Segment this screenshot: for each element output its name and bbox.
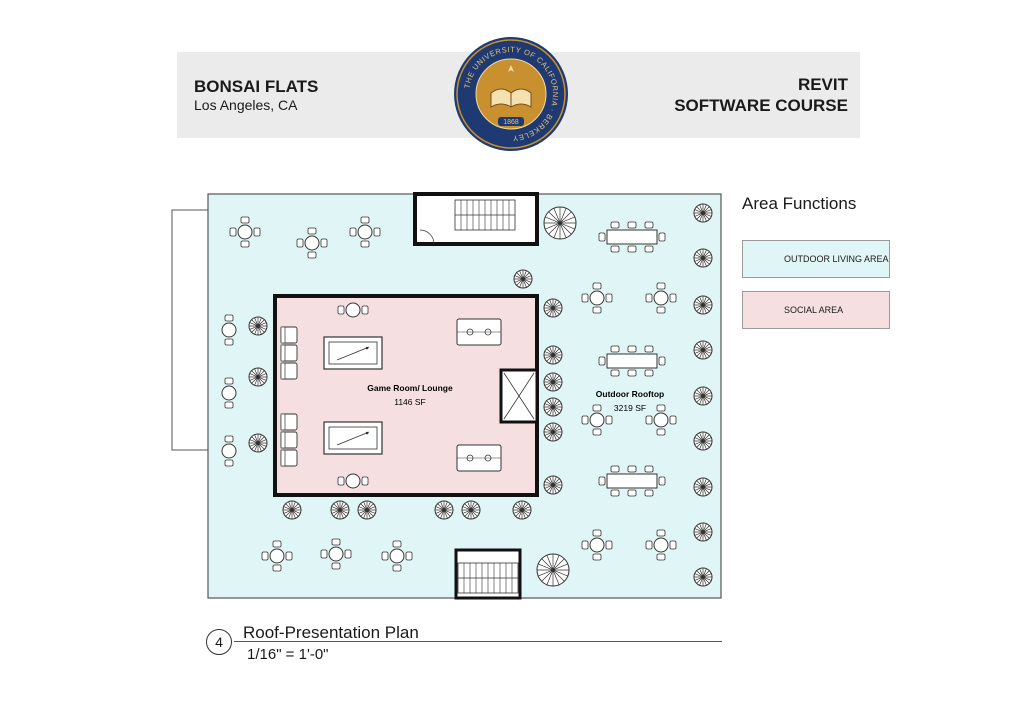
course-title-line1: REVIT	[797, 75, 848, 94]
course-title-line2: SOFTWARE COURSE	[674, 96, 848, 115]
game-room-name: Game Room/ Lounge	[367, 383, 453, 393]
pool-table	[323, 336, 383, 370]
university-seal-logo: THE UNIVERSITY OF CALIFORNIA · BERKELEY …	[454, 37, 568, 151]
view-scale: 1/16" = 1'-0"	[247, 646, 329, 663]
lounge-chair	[280, 362, 298, 380]
pool-table	[323, 421, 383, 455]
legend-swatch-outdoor-living	[742, 240, 890, 278]
north-stair-core	[413, 192, 539, 246]
south-stair	[454, 548, 522, 600]
view-title: Roof-Presentation Plan	[243, 623, 419, 642]
project-name: BONSAI FLATS	[194, 77, 319, 96]
lounge-chair	[280, 431, 298, 449]
adjacent-building-outline	[171, 209, 210, 451]
roof-floor-plan: Game Room/ Lounge 1146 SF Outdoor Roofto…	[171, 192, 722, 600]
game-room-area-label: 1146 SF	[394, 397, 426, 407]
foosball-table	[456, 444, 502, 472]
foosball-table	[456, 318, 502, 346]
project-location: Los Angeles, CA	[194, 97, 298, 113]
legend-swatch-social	[742, 291, 890, 329]
view-title-underline	[234, 641, 722, 642]
outdoor-rooftop-area-label: 3219 SF	[614, 403, 646, 413]
lounge-chair	[280, 413, 298, 431]
legend-title: Area Functions	[742, 194, 857, 213]
lounge-chair	[280, 344, 298, 362]
legend-label-outdoor-living: OUTDOOR LIVING AREA	[784, 254, 889, 264]
view-number-tag: 4	[206, 629, 232, 655]
lounge-chair	[280, 326, 298, 344]
outdoor-rooftop-name: Outdoor Rooftop	[596, 389, 664, 399]
lounge-chair	[280, 449, 298, 467]
legend-label-social: SOCIAL AREA	[784, 305, 844, 315]
seal-year: 1868	[503, 119, 519, 126]
